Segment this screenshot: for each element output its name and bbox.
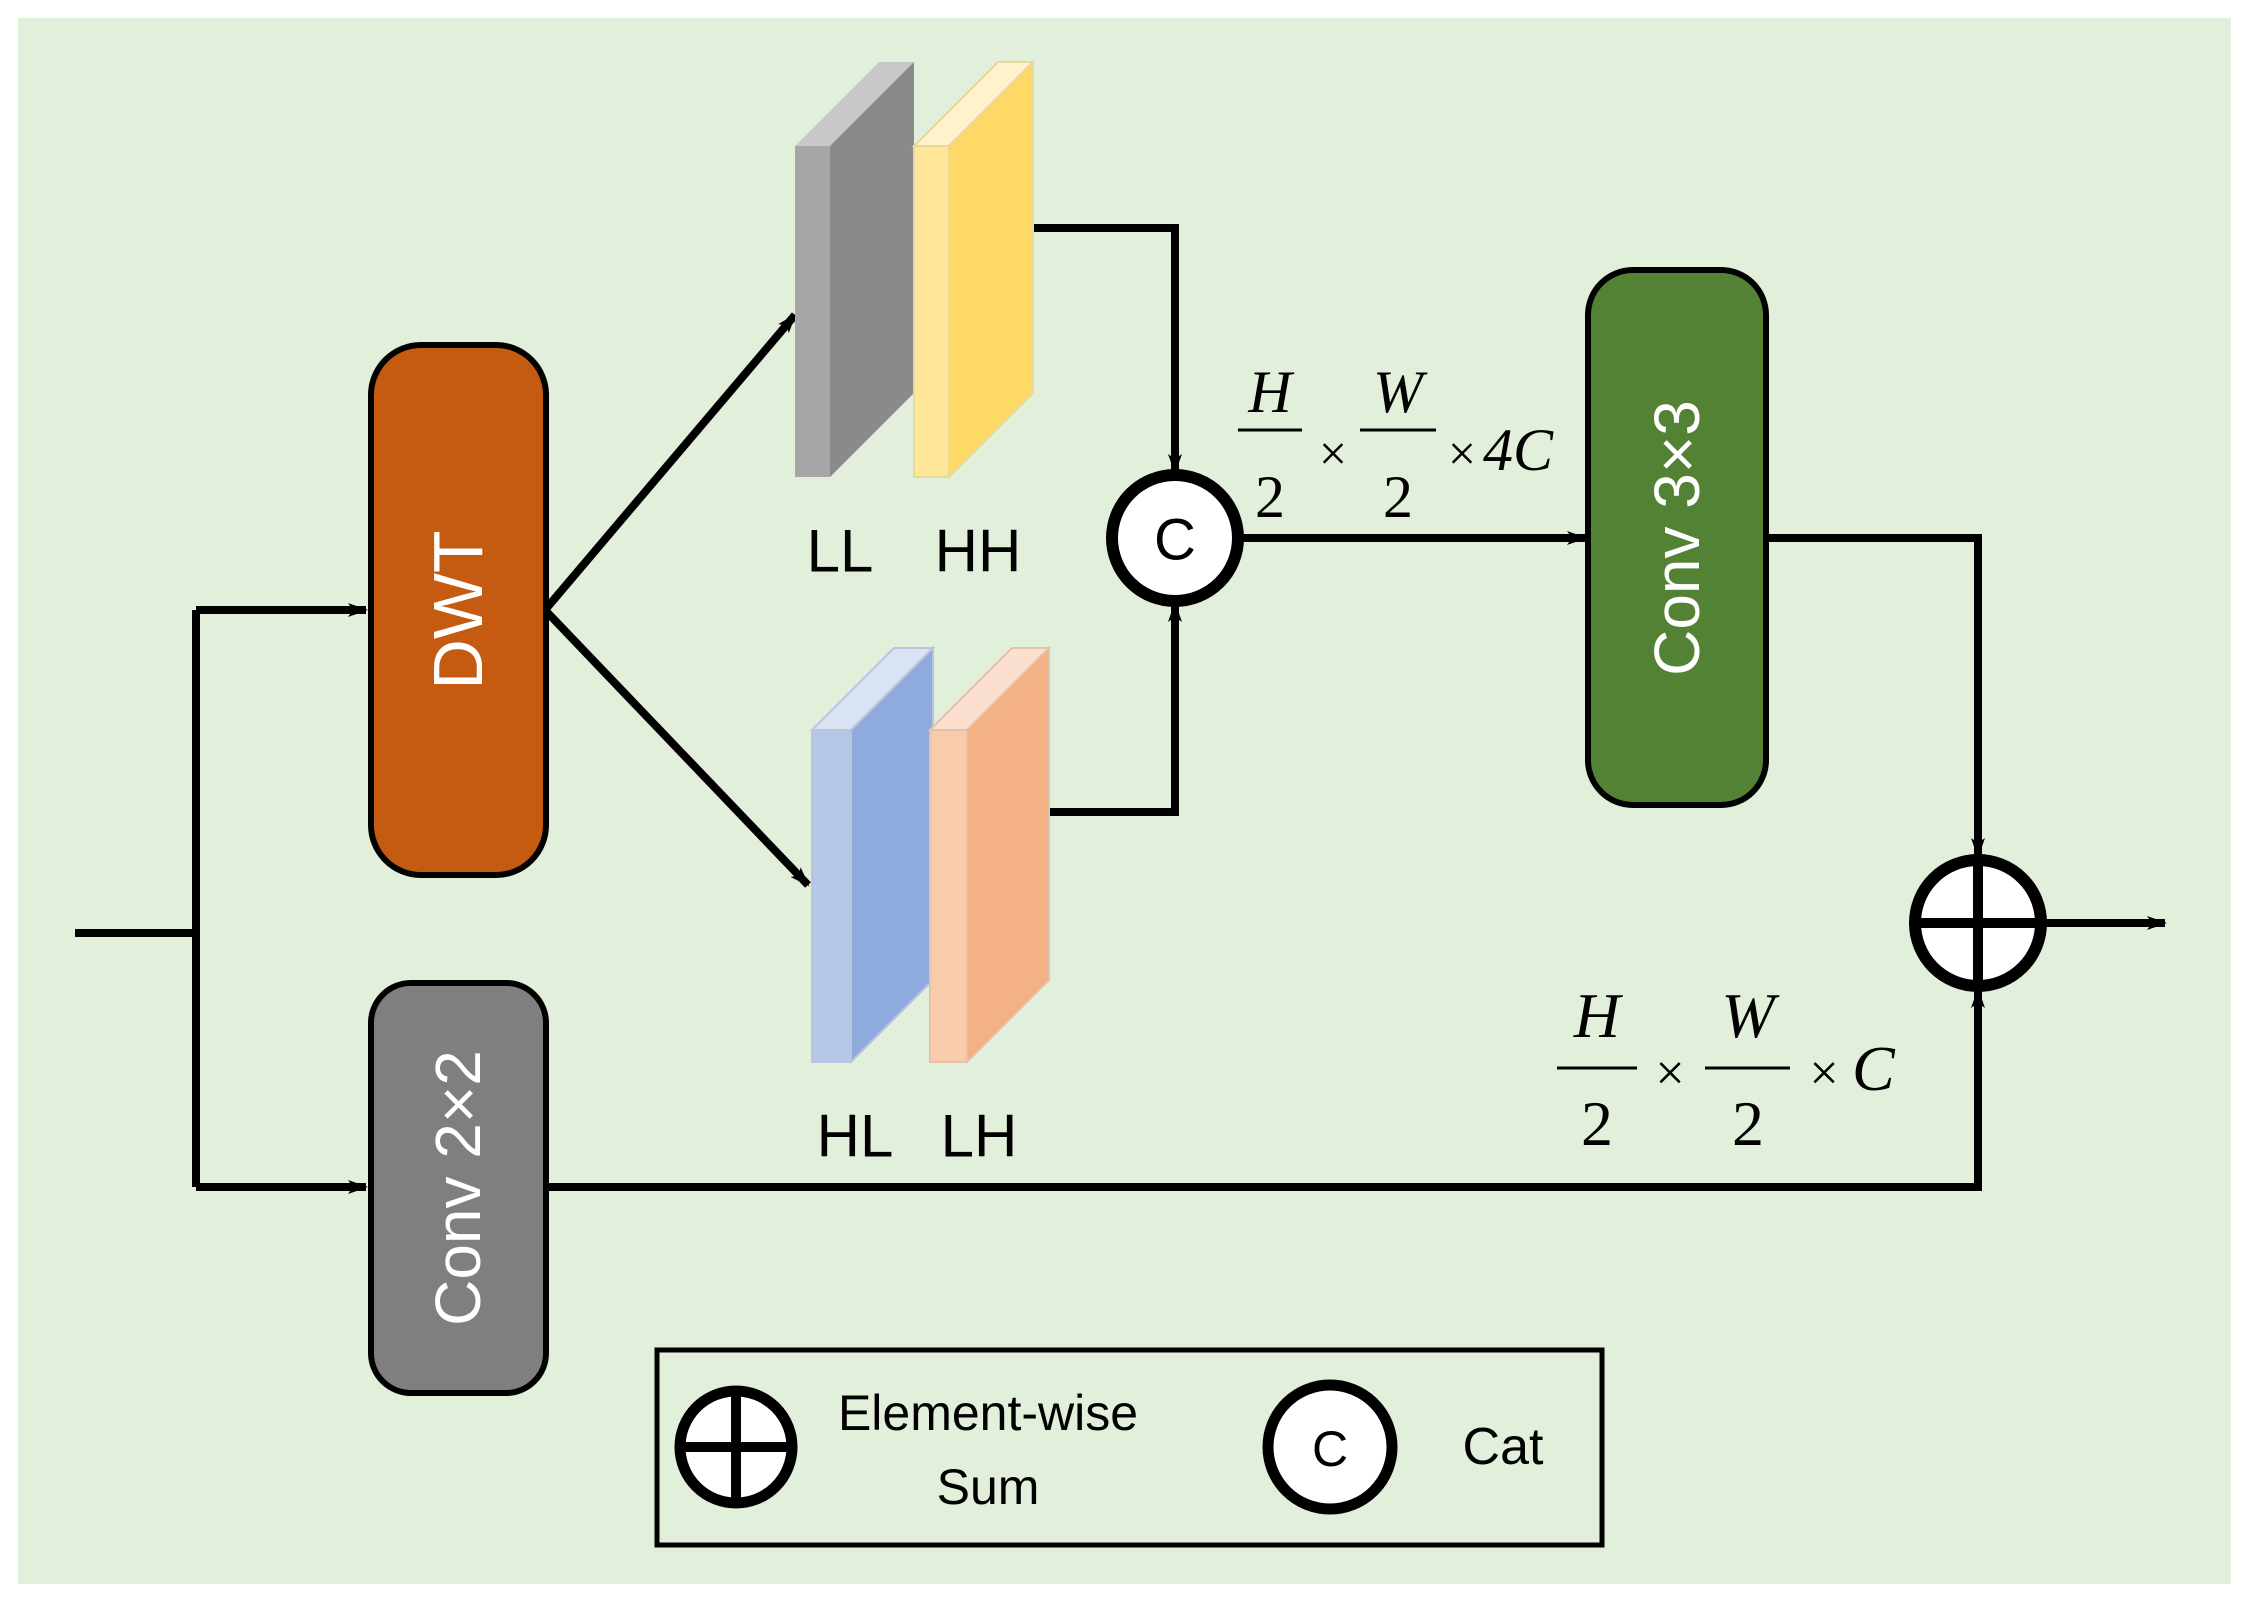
formula-bottom: H 2 × W 2 × C [1557, 980, 1896, 1159]
hl-slab-front [811, 729, 852, 1063]
legend: Element-wise Sum C Cat [654, 1347, 1605, 1548]
dwt-box [368, 342, 549, 878]
legend-cat-symbol: C [1312, 1421, 1348, 1477]
conv3-box [1585, 267, 1769, 808]
formula-bottom-h-num: H [1573, 980, 1624, 1051]
lh-slab-front [929, 729, 968, 1063]
conv3-block: Conv 3×3 [1585, 267, 1769, 808]
dwt-label: DWT [419, 530, 497, 689]
conv3-label: Conv 3×3 [1641, 400, 1713, 676]
connections [75, 224, 2167, 1194]
formula-top-w-num: W [1373, 359, 1428, 425]
formula-top-times2: × [1448, 425, 1476, 481]
conv2-box [368, 980, 549, 1396]
ll-slab-side [830, 62, 914, 477]
legend-cat-circle [1262, 1379, 1398, 1515]
dwt-block: DWT [368, 342, 549, 878]
formula-bottom-times2: × [1809, 1045, 1838, 1102]
ll-slab-front [795, 146, 830, 477]
formula-top-h-den: 2 [1255, 464, 1285, 530]
hh-to-concat-arrow [1030, 224, 1182, 474]
formula-top-h-num: H [1247, 359, 1295, 425]
legend-cat-icon: C [1262, 1379, 1398, 1515]
ll-label: LL [807, 518, 874, 585]
conv3-to-sum-arrow [1765, 534, 1985, 858]
conv2-to-sum-arrow [545, 988, 1985, 1191]
concat-node: C [1106, 469, 1244, 607]
concat-symbol: C [1154, 508, 1196, 573]
formula-bottom-w-num: W [1721, 980, 1780, 1051]
ll-slab [795, 62, 914, 477]
lh-to-concat-arrow [1045, 602, 1182, 816]
lh-slab [927, 645, 1052, 1065]
concat-circle [1106, 469, 1244, 607]
ll-slab-top [795, 62, 914, 146]
dwt-to-hllh-arrow [542, 607, 811, 888]
legend-cat-label: Cat [1463, 1418, 1544, 1476]
legend-sum-icon [674, 1385, 798, 1509]
conv2-block: Conv 2×2 [368, 980, 549, 1396]
legend-sum-label-line1: Element-wise [838, 1385, 1138, 1441]
legend-sum-label-line2: Sum [937, 1459, 1040, 1515]
formula-bottom-channels: C [1852, 1033, 1896, 1104]
formula-bottom-w-den: 2 [1732, 1088, 1764, 1159]
lh-label: LH [941, 1103, 1018, 1170]
formula-bottom-times1: × [1655, 1045, 1684, 1102]
formula-top-times1: × [1319, 425, 1347, 481]
hl-label: HL [817, 1103, 894, 1170]
legend-box [654, 1347, 1605, 1548]
hh-label: HH [935, 518, 1022, 585]
formula-bottom-h-den: 2 [1581, 1088, 1613, 1159]
conv2-label: Conv 2×2 [422, 1050, 494, 1326]
hh-slab-front [913, 145, 950, 478]
sum-node [1909, 854, 2047, 992]
dwt-to-llhh-arrow [541, 312, 799, 613]
formula-top-w-den: 2 [1383, 464, 1413, 530]
formula-top-channels: 4C [1483, 417, 1554, 483]
hh-slab [911, 59, 1036, 480]
formula-top: H 2 × W 2 × 4C [1238, 359, 1554, 530]
hl-slab [809, 645, 936, 1065]
